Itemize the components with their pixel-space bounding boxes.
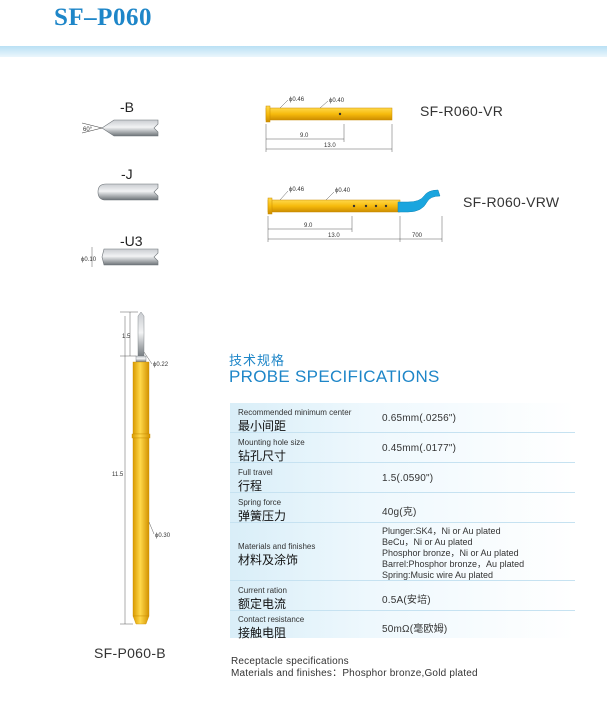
tip-b-angle: 60° <box>83 127 93 133</box>
spec-label-en: Contact resistance <box>238 615 305 624</box>
spec-label-en: Current ration <box>238 586 287 595</box>
tip-b-diagram: 60° <box>81 119 159 137</box>
vr-len1: 9.0 <box>300 133 309 139</box>
spec-label-en: Recommended minimum center <box>238 408 352 417</box>
vrw-len3: 700 <box>412 233 423 239</box>
spec-row: Full travel 行程 1.5(.0590") <box>230 463 575 493</box>
tip-label-j: -J <box>121 166 133 182</box>
spec-row: Materials and finishes 材料及涂饰 Plunger:SK4… <box>230 523 575 581</box>
spec-label-cn: 弹簧压力 <box>238 509 287 523</box>
spec-value: 40g(克) <box>382 507 417 518</box>
spec-row: Spring force 弹簧压力 40g(克) <box>230 493 575 523</box>
receptacle-specs: Receptacle specifications Materials and … <box>231 656 478 680</box>
spec-value: 0.65mm(.0256") <box>382 413 457 424</box>
vr-dia1: ϕ0.46 <box>289 97 305 103</box>
spec-row: Recommended minimum center 最小间距 0.65mm(.… <box>230 403 575 433</box>
spec-label-cn: 接触电阻 <box>238 626 287 640</box>
spec-label-en: Full travel <box>238 468 273 477</box>
receptacle-vr-label: SF-R060-VR <box>420 103 504 119</box>
probe-diagram: 1.5 11.5 ϕ0.22 ϕ0.30 <box>112 311 171 625</box>
spec-label-cn: 材料及涂饰 <box>238 553 299 567</box>
spec-value-list: Plunger:SK4，Ni or Au plated BeCu，Ni or A… <box>382 526 524 581</box>
probe-dia-barrel: ϕ0.30 <box>155 533 171 539</box>
tip-label-b: -B <box>120 99 134 115</box>
probe-dim-tip: 1.5 <box>122 334 131 340</box>
spec-row: Contact resistance 接触电阻 50mΩ(毫欧姆) <box>230 611 575 640</box>
spec-label-cn: 行程 <box>238 479 263 493</box>
spec-table: Recommended minimum center 最小间距 0.65mm(.… <box>230 403 575 640</box>
page-title: SF–P060 <box>54 4 152 31</box>
vrw-dia1: ϕ0.46 <box>289 187 305 193</box>
spec-value-line: Spring:Music wire Au plated <box>382 570 494 580</box>
spec-value: 0.45mm(.0177") <box>382 443 457 454</box>
spec-value: 50mΩ(毫欧姆) <box>382 624 448 635</box>
spec-label-en: Mounting hole size <box>238 438 305 447</box>
probe-dim-length: 11.5 <box>112 472 124 478</box>
probe-dia-tip: ϕ0.22 <box>153 362 169 368</box>
receptacle-specs-materials: Materials and finishes：Phosphor bronze,G… <box>231 668 478 679</box>
spec-value-line: Phosphor bronze，Ni or Au plated <box>382 548 519 558</box>
spec-value: 0.5A(安培) <box>382 595 431 606</box>
spec-row: Current ration 额定电流 0.5A(安培) <box>230 581 575 611</box>
spec-value-line: BeCu，Ni or Au plated <box>382 537 473 547</box>
spec-row: Mounting hole size 钻孔尺寸 0.45mm(.0177") <box>230 433 575 463</box>
spec-label-cn: 最小间距 <box>238 419 287 433</box>
vr-len2: 13.0 <box>324 143 336 149</box>
vrw-dia2: ϕ0.40 <box>335 188 351 194</box>
vrw-len1: 9.0 <box>304 223 313 229</box>
receptacle-vr-diagram: ϕ0.46 ϕ0.40 9.0 13.0 <box>265 97 393 152</box>
title-divider <box>0 46 607 57</box>
tip-u3-diagram: ϕ0.10 <box>81 247 159 267</box>
spec-label-en: Materials and finishes <box>238 542 316 551</box>
vrw-len2: 13.0 <box>328 233 340 239</box>
spec-label-cn: 钻孔尺寸 <box>238 449 287 463</box>
receptacle-specs-heading: Receptacle specifications <box>231 656 349 667</box>
tip-u3-diameter: ϕ0.10 <box>81 257 97 263</box>
spec-label-en: Spring force <box>238 498 282 507</box>
spec-value: 1.5(.0590") <box>382 473 434 484</box>
spec-value-line: Plunger:SK4，Ni or Au plated <box>382 526 501 536</box>
spec-label-cn: 额定电流 <box>238 597 287 611</box>
spec-heading-en: PROBE SPECIFICATIONS <box>229 367 440 386</box>
spec-value-line: Barrel:Phosphor bronze，Au plated <box>382 559 525 569</box>
probe-model-label: SF-P060-B <box>94 645 166 661</box>
receptacle-vrw-diagram: ϕ0.46 ϕ0.40 9.0 13.0 700 <box>267 187 443 242</box>
receptacle-vrw-label: SF-R060-VRW <box>463 194 560 210</box>
spec-heading-cn: 技术规格 <box>229 353 286 368</box>
tip-j-diagram <box>97 183 159 201</box>
tip-label-u3: -U3 <box>120 233 143 249</box>
vr-dia2: ϕ0.40 <box>329 98 345 104</box>
